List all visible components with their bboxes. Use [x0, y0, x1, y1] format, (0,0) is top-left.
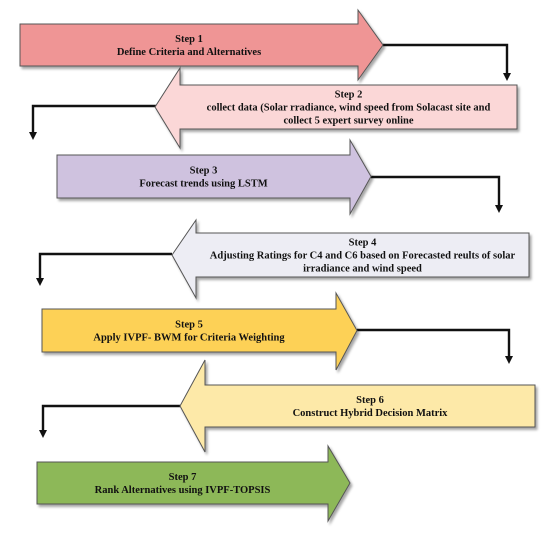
step-4-arrow: Step 4 Adjusting Ratings for C4 and C6 ba… — [171, 218, 530, 300]
step-2-title: Step 2 — [335, 90, 363, 101]
connector-arrow-5-to-6 — [357, 328, 513, 364]
step-1-arrow-shape — [19, 8, 384, 82]
step-7-description-line-1: Rank Alternatives using IVPF-TOPSIS — [95, 485, 271, 496]
step-6-title: Step 6 — [356, 395, 384, 406]
step-3-description-line-1: Forecast trends using LSTM — [139, 179, 267, 190]
connector-arrow-6-to-7 — [39, 404, 180, 438]
connector-arrow-1-to-2 — [383, 43, 511, 81]
step-5-description-line-1: Apply IVPF- BWM for Criteria Weighting — [93, 333, 285, 344]
step-5-arrow: Step 5 Apply IVPF- BWM for Criteria Weigh… — [41, 291, 358, 371]
step-5-arrow-shape — [41, 291, 358, 371]
step-1-description-line-1: Define Criteria and Alternatives — [117, 47, 261, 58]
step-1-arrow: Step 1 Define Criteria and Alternatives — [19, 8, 384, 82]
step-3-title: Step 3 — [190, 166, 218, 177]
connector-arrow-2-to-3 — [29, 104, 157, 140]
step-5-title: Step 5 — [175, 320, 203, 331]
step-3-arrow-shape — [56, 138, 372, 216]
connector-arrow-4-to-5 — [36, 252, 172, 286]
step-4-description-line-1: Adjusting Ratings for C4 and C6 based on… — [210, 251, 516, 262]
step-2-description-line-2: collect 5 expert survey online — [283, 116, 413, 127]
step-7-arrow: Step 7 Rank Alternatives using IVPF-TOPSI… — [36, 444, 351, 523]
step-7-arrow-shape — [36, 444, 351, 523]
step-4-arrow-shape — [171, 218, 530, 300]
step-6-description-line-1: Construct Hybrid Decision Matrix — [293, 408, 449, 419]
step-6-arrow-shape — [179, 359, 536, 453]
step-4-title: Step 4 — [349, 238, 377, 249]
step-2-description-line-1: collect data (Solar rradiance, wind spee… — [207, 103, 491, 114]
step-2-arrow: Step 2 collect data (Solar rradiance, win… — [154, 66, 518, 150]
step-3-arrow: Step 3 Forecast trends using LSTM — [56, 138, 372, 216]
step-connectors — [29, 43, 513, 438]
step-4-description-line-2: irradiance and wind speed — [303, 264, 422, 275]
step-7-title: Step 7 — [169, 472, 197, 483]
connector-arrow-3-to-4 — [371, 175, 503, 213]
step-2-arrow-shape — [154, 66, 518, 150]
step-6-arrow: Step 6 Construct Hybrid Decision Matrix — [179, 359, 536, 453]
step-1-title: Step 1 — [175, 34, 203, 45]
